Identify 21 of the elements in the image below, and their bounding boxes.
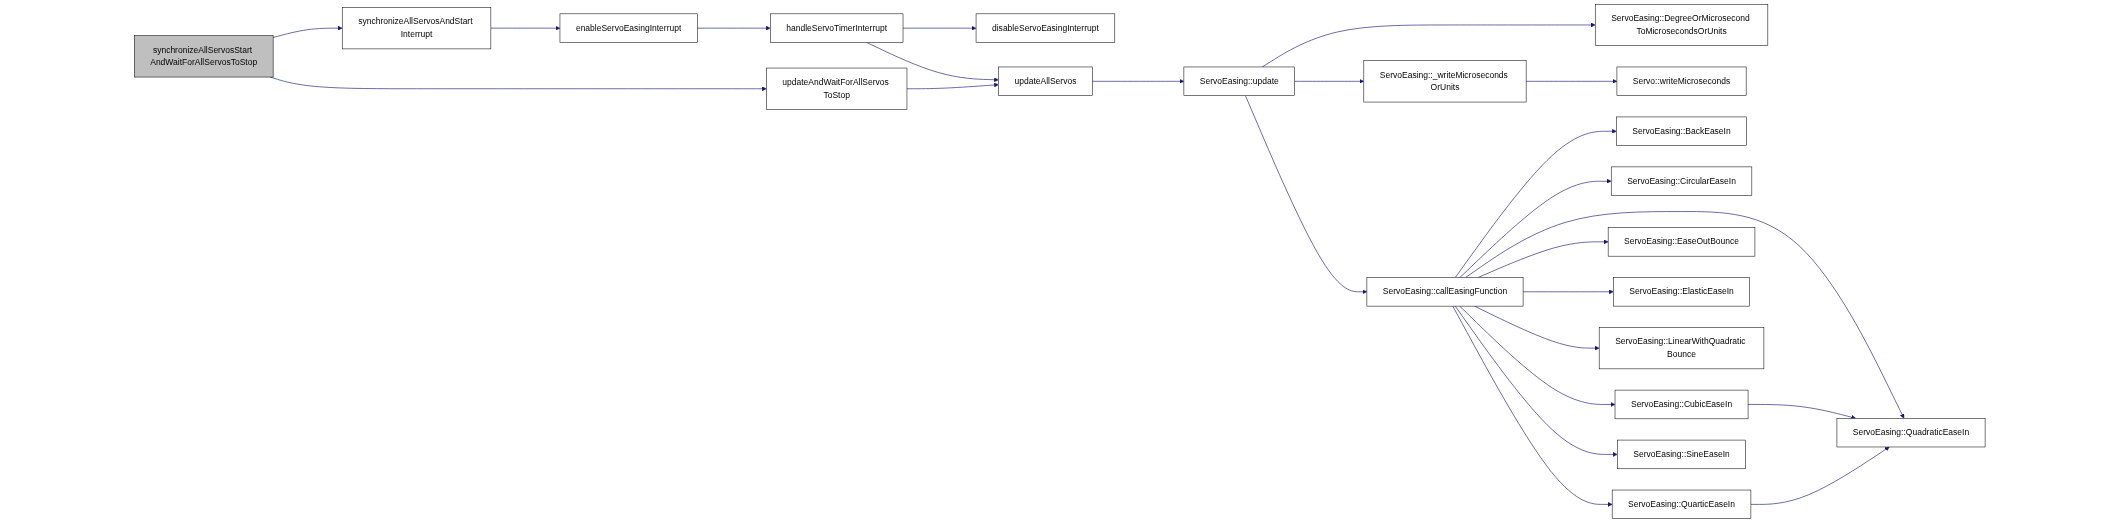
node-box: ServoEasing::QuarticEaseIn <box>1612 489 1752 519</box>
node-box: ServoEasing::_writeMicroseconds OrUnits <box>1363 60 1527 103</box>
node-box: ServoEasing::callEasingFunction <box>1366 277 1524 307</box>
node-box: updateAndWaitForAllServos ToStop <box>766 67 908 110</box>
node-box: enableServoEasingInterrupt <box>560 13 698 43</box>
node-box: ServoEasing::CubicEaseIn <box>1615 389 1749 420</box>
node-box: updateAllServos <box>998 66 1093 96</box>
node-box: ServoEasing::EaseOutBounce <box>1608 227 1756 257</box>
node-box: synchronizeAllServosStart AndWaitForAllServosToStop <box>134 35 274 78</box>
node-box: ServoEasing::QuadraticEaseIn <box>1836 418 1986 448</box>
node-box: ServoEasing::ElasticEaseIn <box>1613 277 1751 307</box>
node-box: ServoEasing::BackEaseIn <box>1616 116 1748 146</box>
node-box: ServoEasing::LinearWithQuadratic Bounce <box>1599 327 1765 370</box>
node-box: ServoEasing::update <box>1183 66 1296 96</box>
node-box: handleServoTimerInterrupt <box>770 13 904 43</box>
node-box: ServoEasing::DegreeOrMicrosecond ToMicrosecondsOrUnits <box>1595 4 1769 46</box>
node-box: disableServoEasingInterrupt <box>976 13 1116 43</box>
node-box: Servo::writeMicroseconds <box>1616 66 1747 96</box>
node-box: synchronizeAllServosAndStart Interrupt <box>342 7 492 50</box>
node-box: ServoEasing::CircularEaseIn <box>1611 166 1753 196</box>
node-box: ServoEasing::SineEaseIn <box>1617 439 1747 470</box>
